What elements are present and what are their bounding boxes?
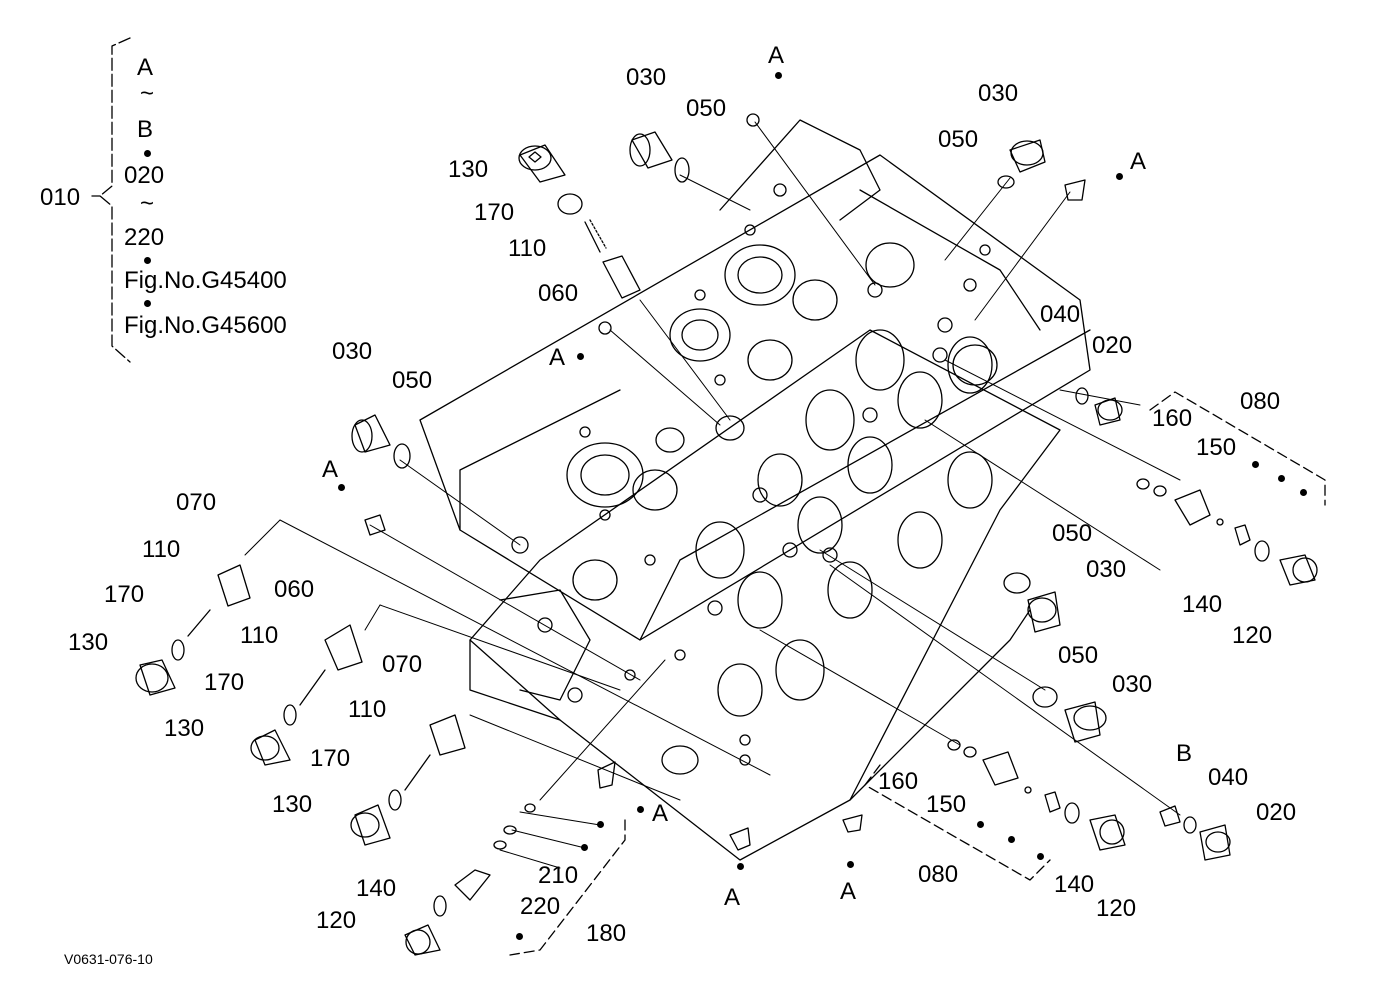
- legend-fig-g45400: Fig.No.G45400: [124, 267, 287, 294]
- label-130: 130: [448, 156, 489, 183]
- legend-dot-2: [144, 257, 151, 264]
- label-160: 160: [878, 768, 919, 795]
- label-070: 070: [176, 489, 217, 516]
- label-130: 130: [68, 629, 109, 656]
- ref-dot: [1278, 475, 1285, 482]
- label-050: 050: [938, 126, 979, 153]
- leader-lines: [244, 121, 1181, 869]
- ref-dot: [1116, 173, 1123, 180]
- label-160: 160: [1152, 405, 1193, 432]
- legend-dot-3: [144, 300, 151, 307]
- label-030: 030: [978, 80, 1019, 107]
- label-130: 130: [164, 715, 205, 742]
- label-130: 130: [272, 791, 313, 818]
- label-170: 170: [104, 581, 145, 608]
- label-020: 020: [1092, 332, 1133, 359]
- label-170: 170: [204, 669, 245, 696]
- label-180: 180: [586, 920, 627, 947]
- label-050: 050: [1058, 642, 1099, 669]
- label-110: 110: [508, 235, 547, 262]
- label-030: 030: [332, 338, 373, 365]
- ref-dot: [1252, 461, 1259, 468]
- ref-dot: [847, 861, 854, 868]
- label-050: 050: [686, 95, 727, 122]
- legend-220: 220: [124, 224, 165, 251]
- label-ref-a: A: [724, 884, 741, 911]
- label-060: 060: [538, 280, 579, 307]
- label-150: 150: [926, 791, 967, 818]
- ref-dot: [338, 484, 345, 491]
- legend-ref-a: A: [137, 54, 154, 81]
- label-ref-a: A: [1130, 148, 1147, 175]
- label-060: 060: [274, 576, 315, 603]
- legend-tilde-2: ~: [140, 190, 155, 217]
- ref-dot: [581, 844, 588, 851]
- legend-dot-1: [144, 150, 151, 157]
- label-010: 010: [40, 184, 81, 211]
- legend-fig-g45600: Fig.No.G45600: [124, 312, 287, 339]
- ref-dot: [977, 821, 984, 828]
- legend-020: 020: [124, 162, 165, 189]
- label-030: 030: [1086, 556, 1127, 583]
- label-110: 110: [142, 536, 181, 563]
- label-040: 040: [1208, 764, 1249, 791]
- label-150: 150: [1196, 434, 1237, 461]
- plug-parts: [135, 113, 1318, 956]
- label-170: 170: [310, 745, 351, 772]
- label-050: 050: [392, 367, 433, 394]
- label-ref-a: A: [840, 878, 857, 905]
- label-080: 080: [918, 861, 959, 888]
- ref-dot: [597, 821, 604, 828]
- upper-valve-body: [419, 119, 1091, 641]
- label-020: 020: [1256, 799, 1297, 826]
- legend-ref-b: B: [137, 116, 154, 143]
- ref-dot: [737, 863, 744, 870]
- label-120: 120: [316, 907, 357, 934]
- label-030: 030: [626, 64, 667, 91]
- group-180: [509, 819, 626, 956]
- ref-dot: [1300, 489, 1307, 496]
- label-070: 070: [382, 651, 423, 678]
- label-140: 140: [1054, 871, 1095, 898]
- lower-valve-body: [469, 317, 1061, 861]
- figure-code: V0631-076-10: [64, 951, 153, 967]
- legend-tilde-1: ~: [140, 80, 155, 107]
- label-140: 140: [356, 875, 397, 902]
- label-ref-b: B: [1176, 740, 1193, 767]
- ref-dot: [775, 72, 782, 79]
- label-110: 110: [348, 696, 387, 723]
- label-120: 120: [1096, 895, 1137, 922]
- label-220: 220: [520, 893, 561, 920]
- group-080-lower: [864, 764, 1051, 881]
- label-120: 120: [1232, 622, 1273, 649]
- legend-brace: [99, 37, 131, 363]
- ref-dot: [577, 353, 584, 360]
- label-080: 080: [1240, 388, 1281, 415]
- label-ref-a: A: [652, 800, 669, 827]
- label-040: 040: [1040, 301, 1081, 328]
- label-030: 030: [1112, 671, 1153, 698]
- ref-dot: [637, 806, 644, 813]
- label-ref-a: A: [549, 344, 566, 371]
- label-140: 140: [1182, 591, 1223, 618]
- group-080-upper: [1149, 391, 1326, 506]
- label-050: 050: [1052, 520, 1093, 547]
- ref-dot: [1037, 853, 1044, 860]
- label-170: 170: [474, 199, 515, 226]
- label-ref-a: A: [768, 42, 785, 69]
- ref-dot: [516, 933, 523, 940]
- label-110: 110: [240, 622, 279, 649]
- label-210: 210: [538, 862, 579, 889]
- label-ref-a: A: [322, 456, 339, 483]
- ref-dot: [1008, 836, 1015, 843]
